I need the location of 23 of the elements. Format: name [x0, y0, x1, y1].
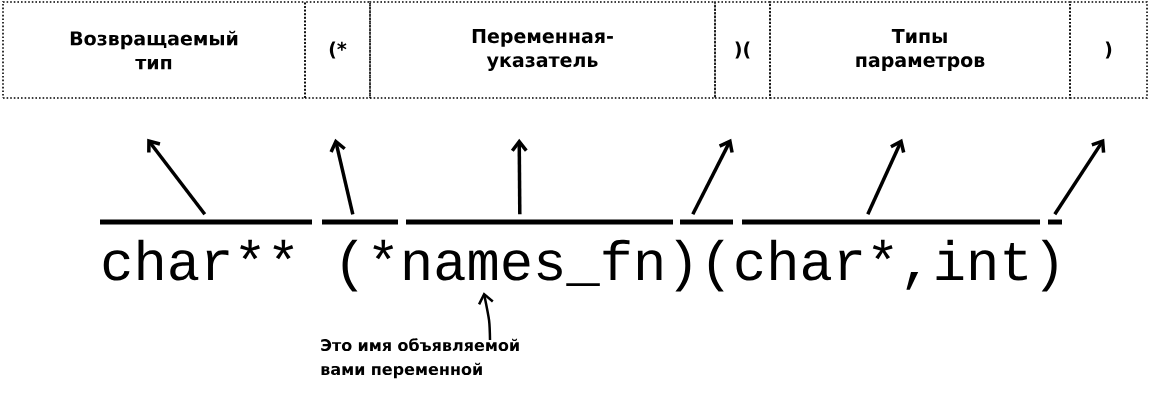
underline-bar [742, 219, 1040, 225]
underline-bar [1048, 219, 1062, 225]
code-text: char** (* [103, 239, 394, 292]
arrow [1053, 138, 1106, 216]
underline-bar [406, 219, 673, 225]
header-cell: Возвращаемый тип [2, 1, 306, 99]
header-cell: )( [714, 1, 771, 99]
arrow [691, 138, 734, 216]
underline-bar [100, 219, 312, 225]
underline-bar [322, 219, 398, 225]
arrow [510, 138, 528, 215]
code-text: )(char*,int) [675, 239, 1057, 292]
annotation-text: Это имя объявляемой вами переменной [321, 338, 519, 379]
header-cell: Типы параметров [769, 1, 1071, 99]
underline-bar [680, 219, 733, 225]
arrow [147, 138, 207, 216]
arrow [329, 138, 355, 215]
header-cell: ) [1069, 1, 1148, 99]
code-text: names_fn [404, 239, 662, 286]
leader-line [477, 292, 494, 341]
header-cell: Переменная-указатель [369, 1, 716, 99]
header-cell: (* [304, 1, 371, 99]
arrow [866, 138, 906, 216]
